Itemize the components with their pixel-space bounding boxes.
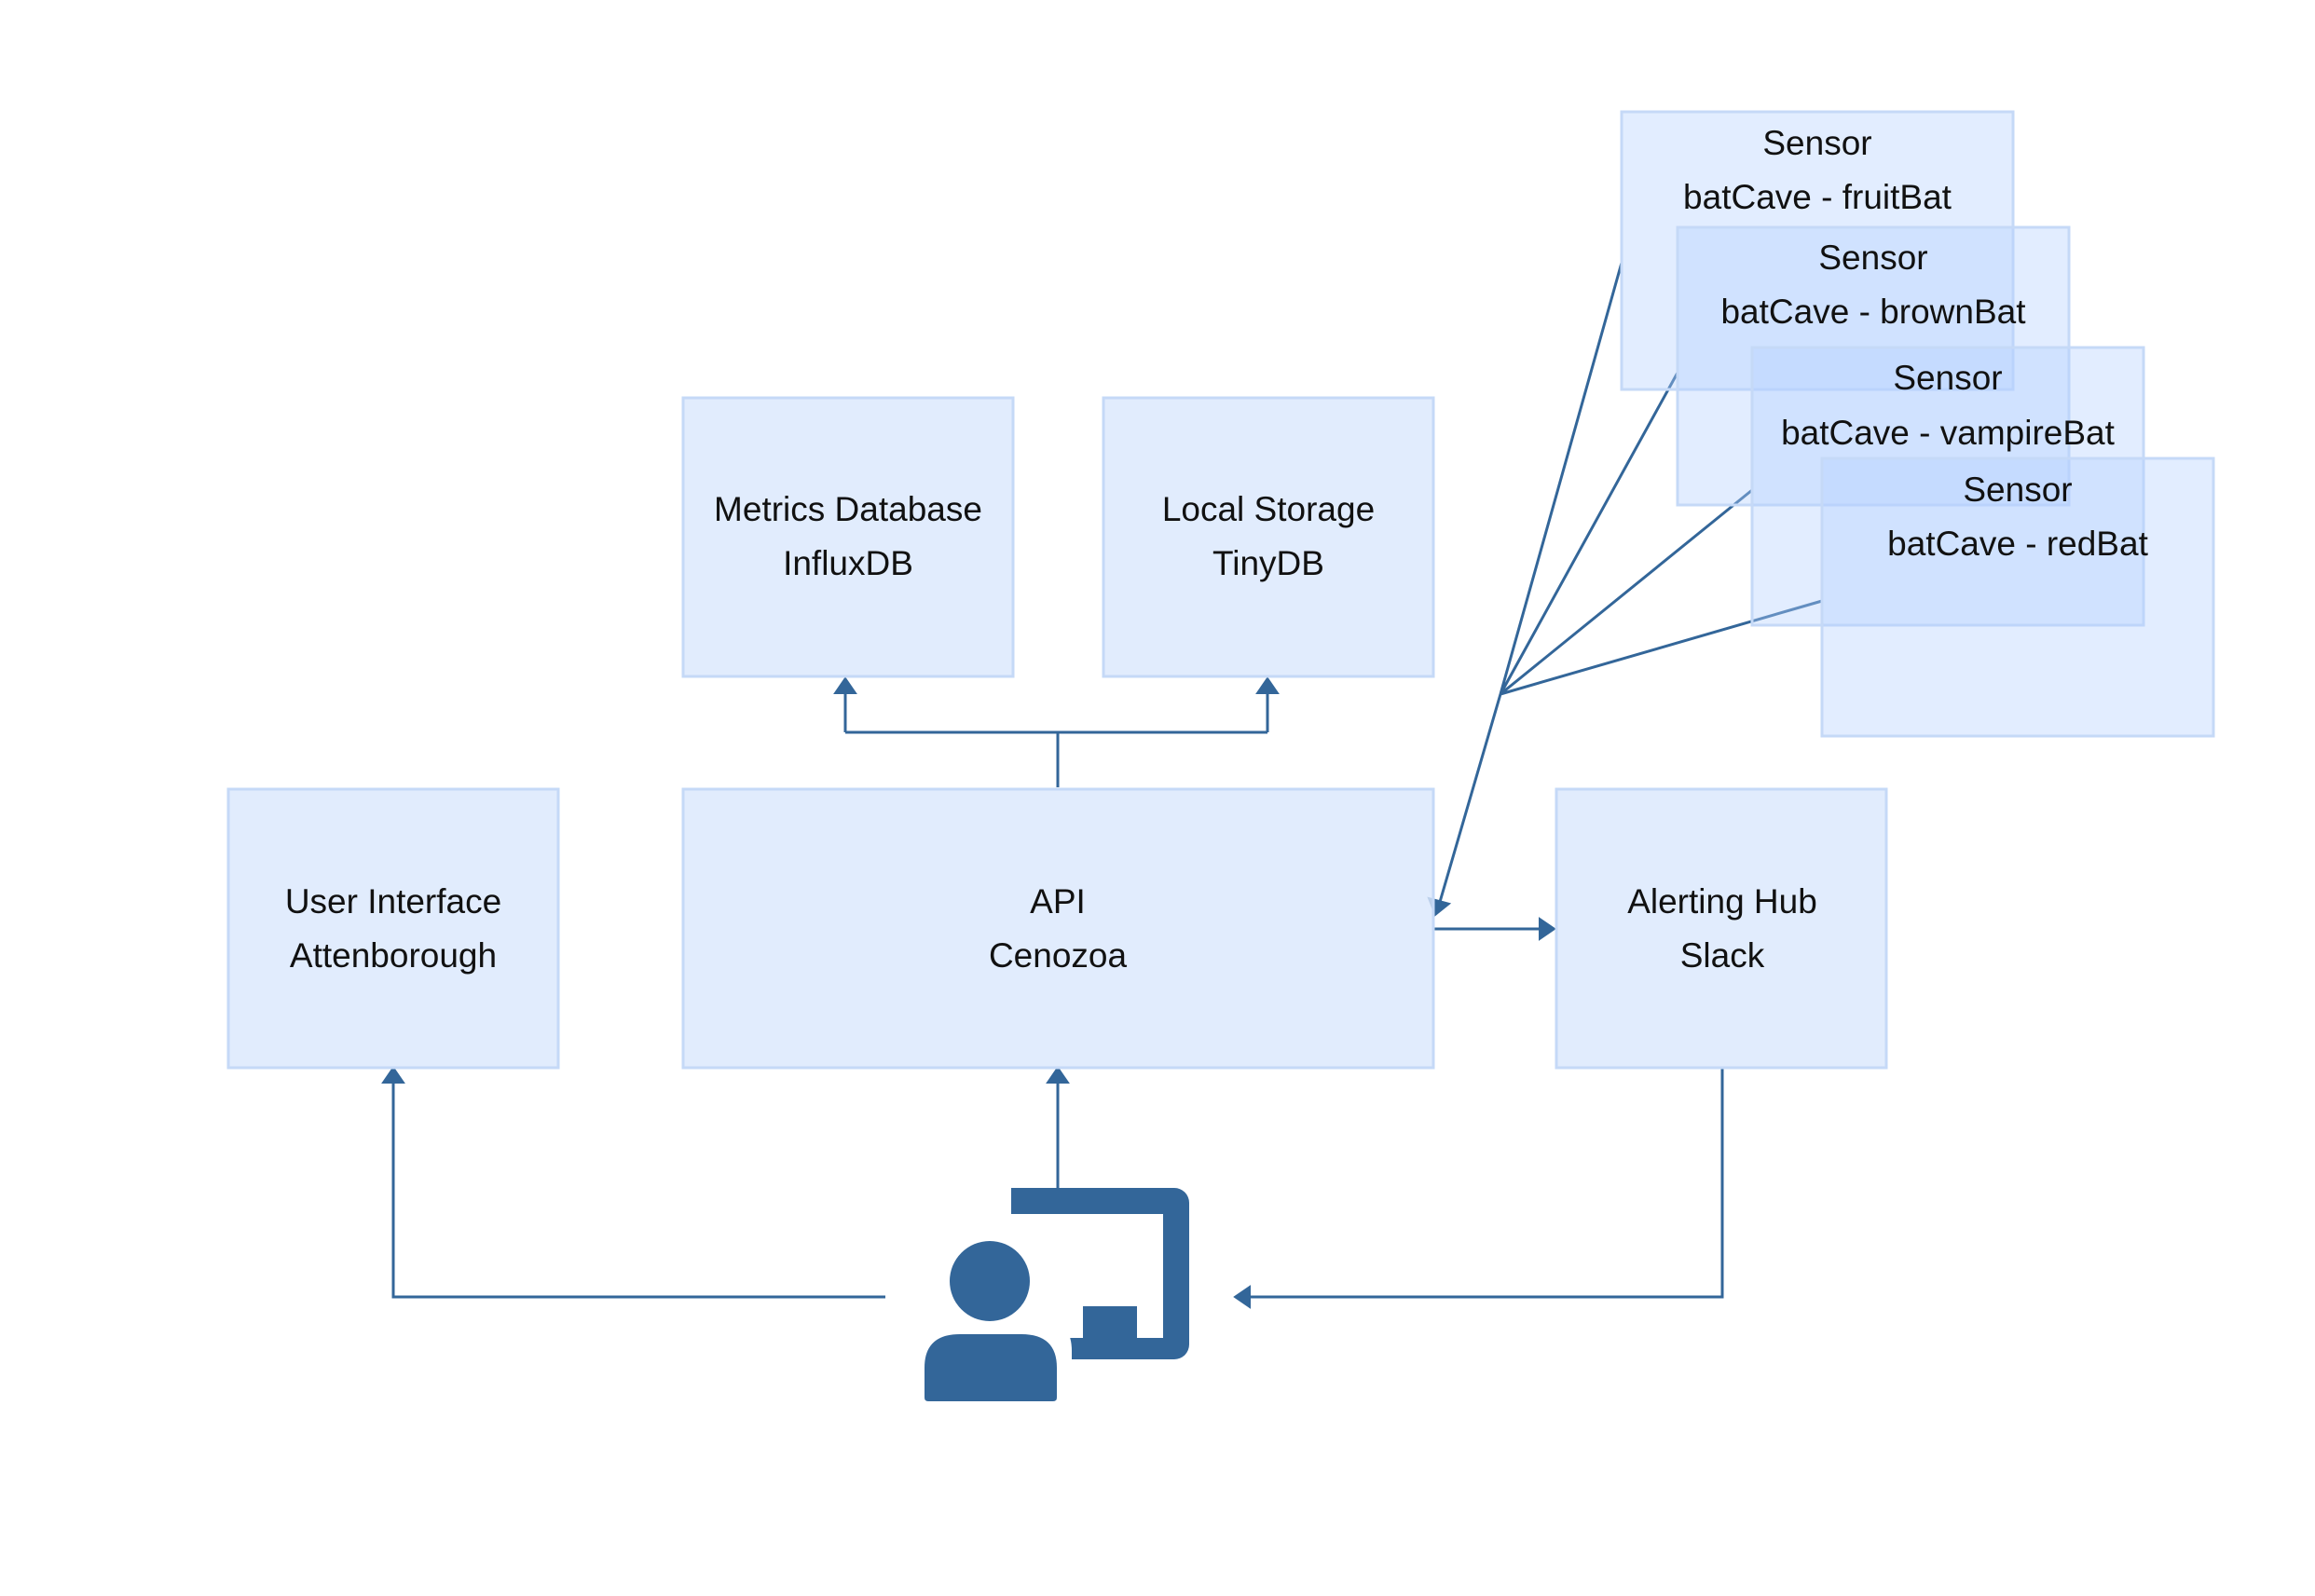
sensor-title: Sensor: [1893, 359, 2002, 397]
sensor-box-vampirebat: Sensor batCave - vampireBat: [1750, 346, 2145, 627]
arrowhead-local-storage: [1255, 676, 1280, 694]
edge-actor-to-ui: [391, 1081, 885, 1299]
arrowhead-alerting-hub: [1539, 917, 1556, 941]
alerting-hub-box: Alerting Hub Slack: [1555, 787, 1888, 1070]
arrowhead-actor: [1233, 1285, 1251, 1309]
edge-sensors-to-api: [1438, 262, 1823, 903]
local-storage-box: Local Storage TinyDB: [1102, 396, 1435, 678]
sensor-title: Sensor: [1963, 471, 2072, 509]
user-presentation-icon: [913, 1188, 1189, 1407]
api-box: API Cenozoa: [681, 787, 1435, 1070]
arrowhead-metrics-db: [833, 676, 857, 694]
sensor-title: Sensor: [1762, 124, 1871, 162]
metrics-database-tech: InfluxDB: [783, 544, 913, 582]
api-name: API: [1030, 882, 1086, 921]
sensor-location: batCave - brownBat: [1720, 293, 2026, 331]
connectors: [381, 262, 1823, 1309]
sensor-box-fruitbat: Sensor batCave - fruitBat: [1620, 110, 2015, 391]
sensor-location: batCave - redBat: [1887, 525, 2148, 563]
arrowhead-ui: [381, 1066, 405, 1084]
edge-alerting-to-actor: [1249, 1069, 1724, 1299]
metrics-database-name: Metrics Database: [714, 490, 982, 528]
alerting-hub-name: Alerting Hub: [1627, 882, 1817, 921]
alerting-hub-tech: Slack: [1680, 936, 1765, 975]
edge-api-to-storage: [843, 691, 1269, 787]
sensor-location: batCave - vampireBat: [1781, 414, 2116, 452]
sensor-box-redbat: Sensor batCave - redBat: [1820, 457, 2215, 738]
user-interface-box: User Interface Attenborough: [226, 787, 560, 1070]
local-storage-tech: TinyDB: [1212, 544, 1324, 582]
local-storage-name: Local Storage: [1162, 490, 1375, 528]
api-tech: Cenozoa: [989, 936, 1128, 975]
user-interface-tech: Attenborough: [290, 936, 497, 975]
sensor-title: Sensor: [1818, 239, 1927, 277]
metrics-database-box: Metrics Database InfluxDB: [681, 396, 1015, 678]
user-interface-name: User Interface: [285, 882, 501, 921]
arrowhead-api: [1046, 1066, 1070, 1084]
sensor-location: batCave - fruitBat: [1683, 178, 1952, 216]
